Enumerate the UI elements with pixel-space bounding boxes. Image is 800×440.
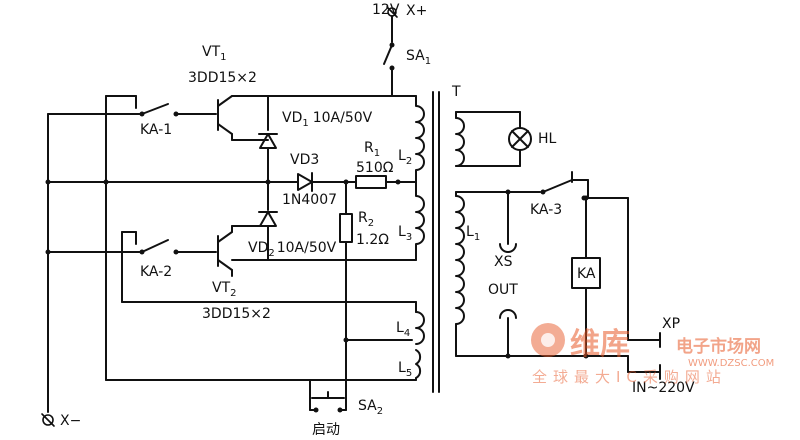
transformer-label: T [451, 84, 461, 100]
relay-contact-ka1 [105, 95, 179, 117]
terminal-xminus-label: X− [60, 413, 81, 429]
supply-voltage-label: 12V [372, 2, 400, 18]
winding-l2-label: L2 [398, 148, 412, 167]
watermark-brand: 维库 [570, 327, 630, 362]
relay-coil-label: KA [577, 266, 596, 282]
socket-xs [499, 243, 517, 319]
transistor-vt2-name: VT2 [212, 280, 237, 299]
transistor-vt1 [217, 95, 269, 141]
winding-l5-label: L5 [398, 360, 412, 379]
winding-l1 [455, 195, 465, 325]
winding-l4-label: L4 [396, 320, 410, 339]
diode-vd3-type: 1N4007 [282, 192, 337, 208]
lamp-hl-label: HL [538, 131, 557, 147]
resistor-r2-value: 1.2Ω [356, 232, 389, 248]
relay-contact-ka3-label: KA-3 [530, 202, 562, 218]
diode-vd2 [258, 211, 278, 227]
watermark-logo-icon [531, 323, 565, 357]
switch-sa2 [311, 391, 345, 413]
resistor-r1 [355, 175, 387, 189]
winding-l3-label: L3 [398, 224, 412, 243]
watermark: 维库 电子市场网 WWW.DZSC.COM 全球最大IC采购网站 [531, 323, 774, 386]
resistor-r1-value: 510Ω [356, 160, 394, 176]
winding-l3 [415, 181, 425, 261]
winding-l5 [415, 349, 422, 379]
winding-l4 [415, 311, 425, 345]
switch-sa1 [383, 42, 395, 71]
transistor-vt2-type: 3DD15×2 [202, 306, 271, 322]
plug-xp-name: XP [662, 316, 680, 332]
socket-out-label: OUT [488, 282, 518, 298]
relay-contact-ka2-label: KA-2 [140, 264, 172, 280]
resistor-r1-name: R1 [364, 140, 380, 159]
winding-l1-lamp [455, 117, 465, 167]
lamp-hl [508, 127, 532, 151]
watermark-site: 电子市场网 [676, 336, 761, 357]
diode-vd3 [297, 172, 313, 192]
resistor-r2-name: R2 [358, 210, 374, 229]
resistor-r2 [339, 213, 353, 243]
terminal-xminus [41, 413, 55, 427]
transistor-vt1-type: 3DD15×2 [188, 70, 257, 86]
winding-l1-label: L1 [466, 224, 480, 243]
terminal-xplus-label: X+ [406, 3, 427, 19]
switch-sa2-label: SA2 [358, 398, 383, 417]
relay-contact-ka1-label: KA-1 [140, 122, 172, 138]
watermark-url: WWW.DZSC.COM [688, 358, 774, 369]
transistor-vt2 [217, 225, 269, 271]
watermark-slogan: 全球最大IC采购网站 [532, 368, 727, 386]
relay-contact-ka3 [540, 171, 587, 201]
winding-l2 [415, 95, 425, 183]
start-label: 启动 [312, 422, 340, 438]
transistor-vt1-name: VT1 [202, 44, 227, 63]
switch-sa1-label: SA1 [406, 48, 431, 67]
diode-vd3-name: VD3 [290, 152, 319, 168]
socket-xs-name: XS [494, 254, 513, 270]
plug-xp-label: IN~220V [632, 380, 695, 396]
